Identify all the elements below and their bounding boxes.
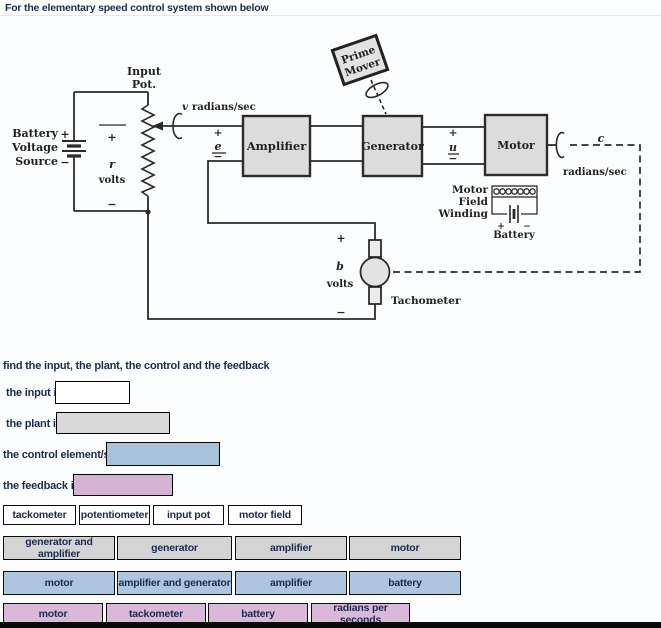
c-output-label: c [598, 132, 605, 145]
control-answer-box[interactable] [106, 442, 220, 466]
rotation-arrow-icon [172, 112, 183, 140]
polarity-sign: − [214, 151, 223, 163]
option-button[interactable]: radians per seconds [311, 602, 410, 626]
v-speed-label: v [182, 101, 189, 113]
motor-label: Motor [497, 139, 535, 152]
polarity-sign: − [523, 222, 531, 232]
polarity-sign: + [449, 127, 458, 139]
option-button[interactable]: tackometer [106, 603, 206, 624]
amplifier-label: Amplifier [246, 139, 308, 153]
option-button[interactable]: motor [349, 536, 461, 560]
amplifier-block [241, 114, 312, 178]
option-button[interactable]: amplifier [235, 536, 347, 560]
bottom-bar [0, 622, 661, 628]
rotation-arrow-icon [365, 81, 389, 99]
polarity-sign: + [107, 131, 116, 144]
input-field-label: the input is [6, 387, 63, 399]
polarity-sign: − [336, 306, 345, 319]
polarity-sign: − [107, 198, 116, 211]
field-battery-label: Battery [493, 230, 536, 241]
feedback-field-label: the feedback is [3, 480, 80, 492]
battery-source-label: Battery [12, 127, 58, 140]
plant-field-label: the plant is [6, 418, 62, 430]
r-volts-label: r [109, 158, 116, 171]
wiring [62, 81, 565, 320]
battery-source-label: Voltage [11, 141, 58, 154]
polarity-sign: + [336, 232, 345, 245]
c-output-units: radians/sec [563, 167, 627, 178]
speed-control-system-diagram: Prime Mover Input Pot. Battery Voltage S… [11, 33, 641, 320]
junction-dot [145, 209, 151, 215]
input-pot-label: Input [127, 65, 162, 78]
question-title: For the elementary speed control system … [5, 2, 269, 14]
fraction-lines [99, 124, 459, 155]
field-winding-circuit [491, 185, 538, 223]
b-volts-label: volts [326, 279, 354, 290]
option-button[interactable]: battery [208, 603, 308, 624]
motor-field-winding-label: Motor [452, 184, 488, 196]
option-button[interactable]: potentiometer [79, 505, 150, 525]
option-button[interactable]: battery [349, 571, 461, 595]
v-speed-units: radians/sec [192, 102, 256, 113]
rotation-arrow-icon [555, 131, 565, 159]
input-pot-label: Pot. [132, 78, 156, 91]
polarity-sign: − [449, 153, 458, 165]
dashed-links [370, 79, 641, 273]
input-answer-box[interactable] [55, 381, 130, 404]
option-button[interactable]: input pot [153, 505, 224, 525]
motor-field-winding-label: Winding [437, 208, 488, 220]
polarity-sign: + [214, 127, 223, 139]
option-button[interactable]: amplifier and generator [117, 571, 232, 595]
polarity-sign: − [60, 156, 69, 169]
option-button[interactable]: amplifier [235, 571, 347, 595]
motor-field-winding-label: Field [459, 196, 489, 208]
control-field-label: the control element/s [3, 449, 110, 461]
feedback-answer-box[interactable] [73, 474, 173, 496]
u-signal-label: u [449, 141, 457, 154]
plant-answer-box[interactable] [56, 412, 170, 434]
polarity-sign: + [497, 222, 505, 232]
battery-source-label: Source [15, 155, 58, 168]
question-header: For the elementary speed control system … [0, 0, 661, 16]
option-button[interactable]: tackometer [3, 505, 76, 525]
task-prompt: find the input, the plant, the control a… [3, 360, 270, 372]
tachometer-label: Tachometer [391, 295, 461, 307]
error-signal-label: e [215, 140, 222, 153]
motor-block [483, 113, 549, 177]
option-button[interactable]: motor [3, 603, 103, 624]
option-button[interactable]: generator and amplifier [3, 536, 115, 560]
polarity-sign: + [60, 128, 69, 141]
b-volts-label: b [336, 260, 344, 273]
option-button[interactable]: motor [3, 571, 115, 595]
prime-mover-block: Prime Mover [330, 33, 390, 87]
tachometer-symbol [359, 239, 391, 305]
wiper-arrowhead-icon [152, 121, 163, 131]
option-button[interactable]: motor field [228, 505, 302, 525]
r-volts-label: volts [98, 175, 126, 186]
generator-label: Generator [361, 140, 424, 153]
option-button[interactable]: generator [117, 536, 232, 560]
generator-block [361, 114, 424, 178]
